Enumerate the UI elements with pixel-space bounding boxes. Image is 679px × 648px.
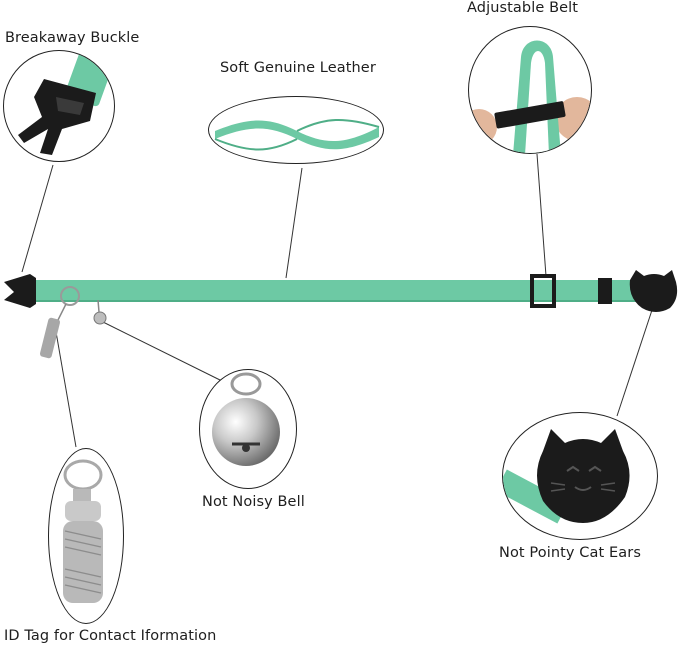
id-tag-icon [63, 459, 103, 603]
cat-ears-detail-circle [502, 412, 658, 540]
leader-ears [616, 303, 655, 417]
collar-id-tag [39, 317, 61, 359]
id-tag-detail-ellipse [48, 448, 124, 624]
belt-detail-circle [468, 26, 592, 154]
leader-bell [102, 321, 223, 382]
label-not-noisy-bell: Not Noisy Bell [202, 494, 305, 510]
label-not-pointy-ears: Not Pointy Cat Ears [499, 545, 641, 561]
cat-face-icon [503, 429, 630, 524]
collar-bell [93, 311, 107, 325]
slider-loop-icon [469, 40, 591, 153]
leader-tag [54, 325, 77, 448]
collar-strap [26, 280, 636, 302]
bell-icon [212, 372, 280, 466]
cat-head-clasp [629, 270, 678, 312]
leader-leather [285, 167, 303, 279]
breakaway-buckle [4, 274, 36, 308]
leather-detail-ellipse [208, 96, 384, 164]
label-breakaway-buckle: Breakaway Buckle [5, 30, 140, 46]
label-adjustable-belt: Adjustable Belt [467, 0, 579, 16]
buckle-detail-circle [3, 50, 115, 162]
label-soft-leather: Soft Genuine Leather [220, 60, 376, 76]
bell-detail-circle [199, 369, 297, 489]
leader-buckle [21, 164, 54, 273]
label-id-tag: ID Tag for Contact Iformation [4, 628, 217, 644]
leader-belt [536, 153, 547, 277]
strap-twist-icon [214, 119, 380, 151]
adjust-slider [530, 274, 556, 308]
